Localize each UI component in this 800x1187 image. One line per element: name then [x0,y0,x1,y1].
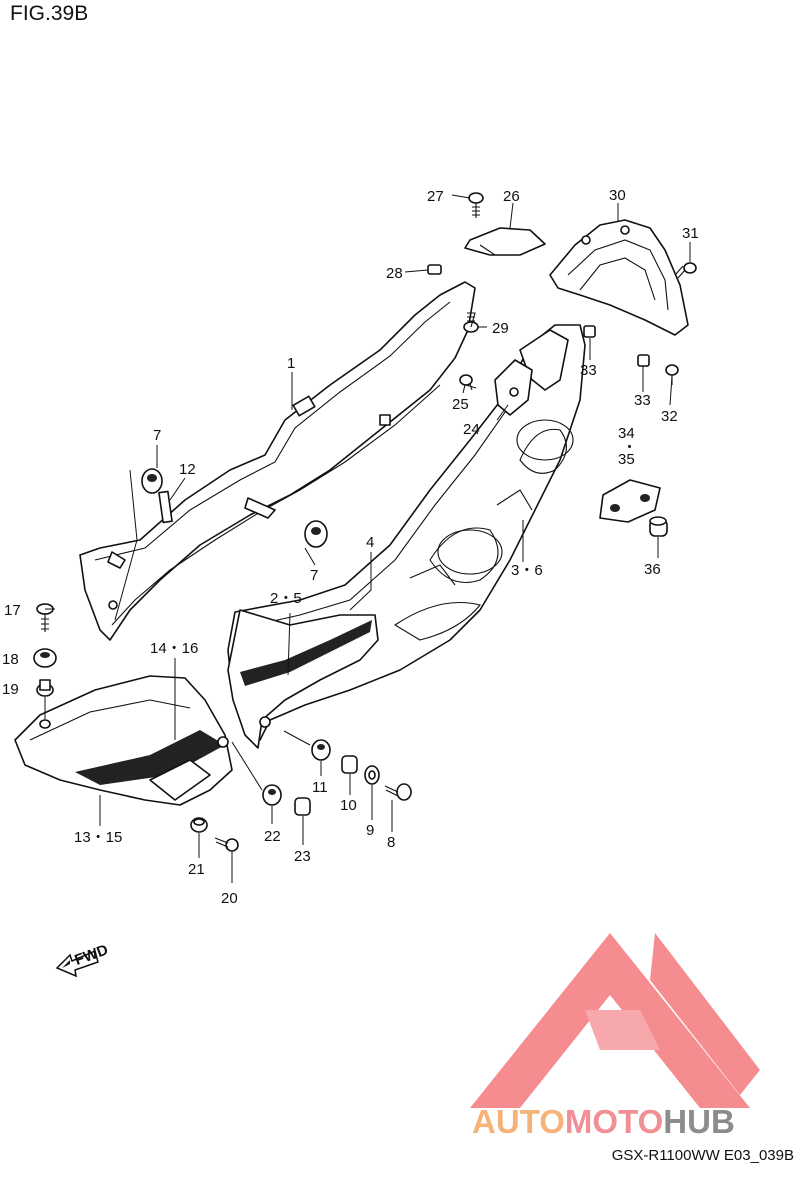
callout-34-dot: ・ [622,439,637,456]
callout-21: 21 [188,861,205,878]
grommet-part-7b [304,520,328,548]
screw-part-20 [214,837,239,852]
frame-cover-part-1 [79,281,476,641]
callout-25: 25 [452,396,469,413]
screw-part-27 [468,192,484,218]
bolt-part-8 [384,783,412,801]
callout-17: 17 [4,602,21,619]
callout-29: 29 [492,320,509,337]
callout-31: 31 [682,225,699,242]
nut-part-33b [637,354,650,367]
callout-8: 8 [387,834,395,851]
callout-2-5: 2・5 [270,590,302,607]
callout-12: 12 [179,461,196,478]
callout-24: 24 [463,421,480,438]
washer-part-9 [364,765,380,785]
brand-wordmark: AUTOMOTOHUB [472,1103,735,1141]
bolt-part-31 [675,262,697,279]
brand-hub: HUB [663,1103,735,1140]
callout-9: 9 [366,822,374,839]
clip-part-12 [158,490,173,524]
fwd-arrow-icon: FWD [55,941,111,978]
callout-19: 19 [2,681,19,698]
grommet-part-18 [33,648,57,668]
callout-32: 32 [661,408,678,425]
callout-14-16: 14・16 [150,640,198,657]
callout-18: 18 [2,651,19,668]
brand-auto: AUTO [472,1103,565,1140]
collar-part-23 [294,797,311,816]
brand-moto: MOTO [564,1103,664,1140]
clip-part-28 [427,264,442,275]
callout-27: 27 [427,188,444,205]
nut-part-33a [583,325,596,338]
grommet-part-11 [311,739,331,761]
callout-labels: 1 2・5 3・6 4 7 7 8 9 10 11 12 13・15 14・16… [2,187,699,907]
collar-part-10 [341,755,358,774]
callout-33a: 33 [580,362,597,379]
callout-3-6: 3・6 [511,562,543,579]
callout-13-15: 13・15 [74,829,122,846]
grommet-part-7a [141,468,163,494]
figure-title: FIG.39B [10,2,89,25]
damper-part-34-35 [599,479,661,523]
screw-part-17 [36,603,54,632]
grommet-part-22 [262,784,282,806]
bracket-part-24 [494,359,533,416]
callout-1: 1 [287,355,295,372]
grab-rail-part-30 [549,219,689,336]
callout-10: 10 [340,797,357,814]
callout-20: 20 [221,890,238,907]
callout-34: 34 [618,425,635,442]
callout-22: 22 [264,828,281,845]
bolt-part-25 [459,374,477,391]
side-cover-part-2-5 [227,609,379,749]
collar-part-21 [190,817,208,833]
collar-part-36 [649,516,668,537]
callout-35: 35 [618,451,635,468]
callout-7a: 7 [153,427,161,444]
model-code: GSX-R1100WW E03_039B [611,1147,794,1164]
leader-lines [44,194,691,883]
callout-4: 4 [366,534,374,551]
callout-28: 28 [386,265,403,282]
triangle-logo [470,933,760,1108]
callout-30: 30 [609,187,626,204]
callout-26: 26 [503,188,520,205]
callout-11: 11 [312,779,328,796]
callout-7b: 7 [310,567,318,584]
callout-33b: 33 [634,392,651,409]
callout-23: 23 [294,848,311,865]
bracket-part-26 [464,227,546,256]
callout-36: 36 [644,561,661,578]
under-cover-part-13-15 [14,675,233,806]
collar-part-19 [36,679,54,697]
